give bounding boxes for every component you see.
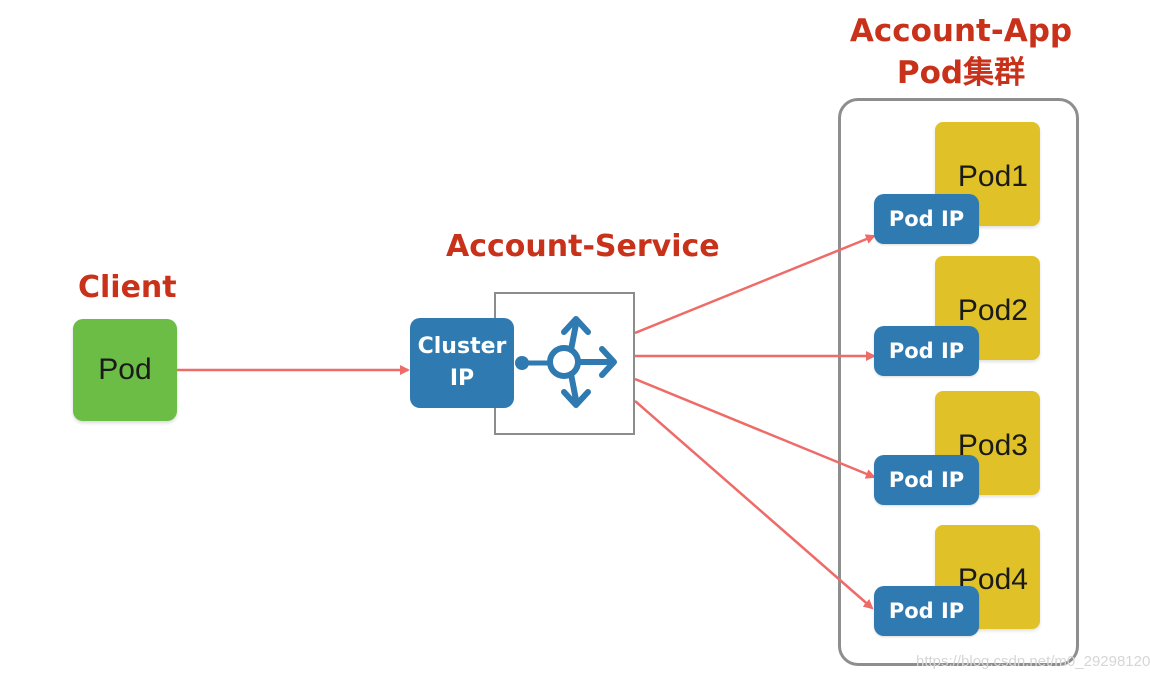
service-to-pod3-arrow	[634, 377, 876, 479]
cluster-ip-line2: IP	[449, 366, 475, 391]
pod-ip-badge-4: Pod IP	[874, 586, 979, 636]
pod-cluster-group	[838, 98, 1079, 666]
service-to-pod4-arrow	[634, 400, 874, 610]
cluster-ip-line1: Cluster	[417, 334, 507, 359]
pod-ip-badge-2: Pod IP	[874, 326, 979, 376]
pod-ip-badge-1: Pod IP	[874, 194, 979, 244]
client-title: Client	[78, 270, 177, 305]
client-pod-label: Pod	[98, 353, 152, 386]
app-pod-4: Pod4	[935, 525, 1040, 629]
pod-ip-badge-3: Pod IP	[874, 455, 979, 505]
load-balancer-icon	[515, 316, 617, 408]
watermark: https://blog.csdn.net/m0_29298120	[916, 653, 1150, 670]
pod-cluster-title: Account-App Pod集群	[846, 10, 1076, 94]
client-pod: Pod	[73, 319, 177, 421]
pod-ip-label: Pod IP	[888, 468, 965, 492]
service-to-pod1-arrow	[634, 234, 876, 335]
pod-ip-label: Pod IP	[888, 339, 965, 363]
app-pod-label: Pod1	[957, 160, 1028, 193]
pod-ip-label: Pod IP	[888, 207, 965, 231]
service-title: Account-Service	[446, 229, 720, 264]
pod-ip-label: Pod IP	[888, 599, 965, 623]
cluster-ip-badge: Cluster IP	[410, 318, 514, 408]
app-pod-label: Pod2	[957, 294, 1028, 327]
pod-cluster-title-line1: Account-App	[849, 13, 1073, 49]
pod-cluster-title-line2: Pod集群	[896, 55, 1026, 91]
